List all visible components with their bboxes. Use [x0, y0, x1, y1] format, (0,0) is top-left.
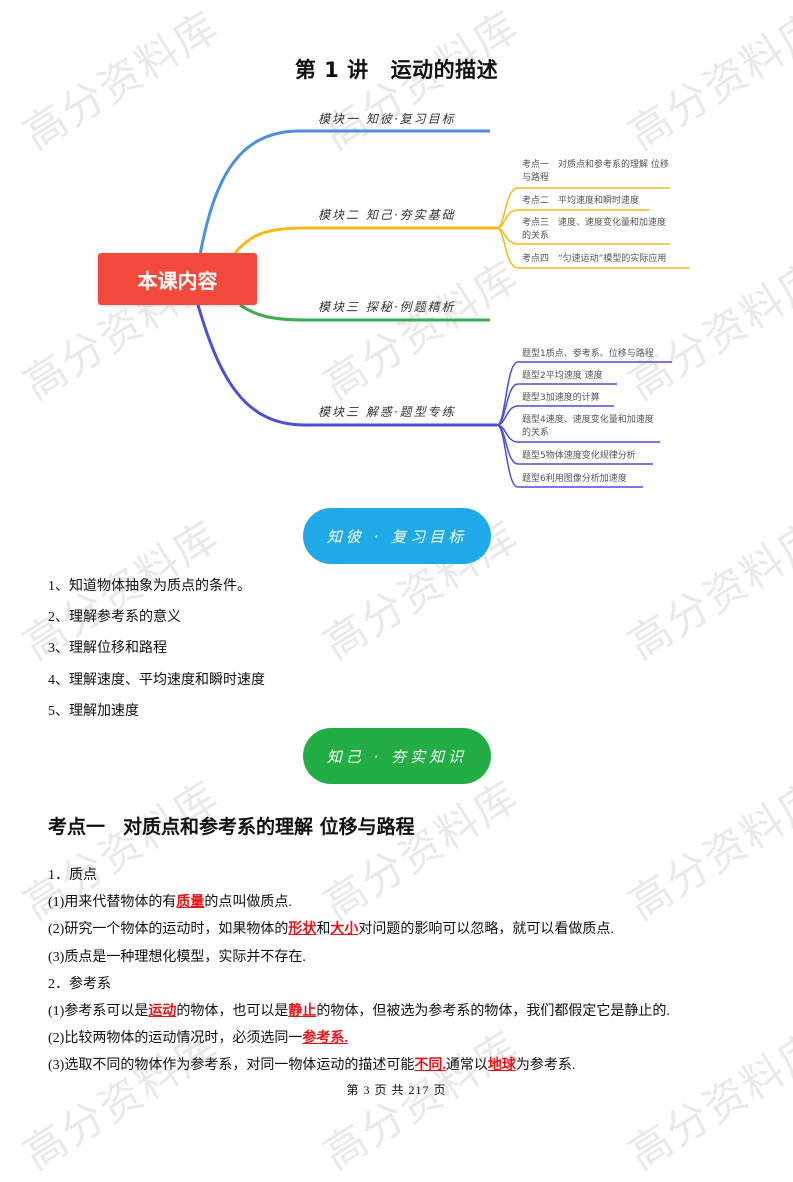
goal-item: 2、理解参考系的意义 — [48, 610, 181, 625]
line-text: 的物体，也可以是 — [176, 1004, 289, 1019]
page-title: 第 1 讲运动的描述 — [0, 54, 793, 84]
keyword-highlight: 形状 — [288, 922, 317, 937]
lecture-topic: 运动的描述 — [390, 58, 499, 82]
content-line: (2)研究一个物体的运动时，如果物体的形状和大小对问题的影响可以忽略，就可以看做… — [48, 918, 614, 938]
line-text: 和 — [316, 922, 331, 937]
goal-item: 5、理解加速度 — [48, 704, 139, 719]
content-line: (3)选取不同的物体作为参考系，对同一物体运动的描述可能不同.通常以地球为参考系… — [48, 1054, 575, 1074]
mindmap-branch: 模块三 探秘·例题精析 — [318, 300, 456, 314]
line-text: (3)质点是一种理想化模型，实际并不存在. — [48, 950, 306, 965]
mindmap-branch: 模块二 知己·夯实基础 — [318, 208, 456, 222]
line-text: (2)比较两物体的运动情况时，必须选同一 — [48, 1031, 303, 1046]
goal-item: 1、知道物体抽象为质点的条件。 — [48, 579, 251, 594]
content-line: (3)质点是一种理想化模型，实际并不存在. — [48, 946, 306, 966]
watermark: 高分资料库 — [619, 771, 793, 930]
line-text: 的点叫做质点. — [204, 895, 292, 910]
watermark: 高分资料库 — [619, 511, 793, 670]
heading-text: 对质点和参考系的理解 位移与路程 — [123, 816, 415, 838]
line-text: (3)选取不同的物体作为参考系，对同一物体运动的描述可能 — [48, 1058, 415, 1073]
line-text: (1)用来代替物体的有 — [48, 895, 177, 910]
mindmap-leaf: 题型6利用图像分析加速度 — [522, 474, 627, 484]
keyword-highlight: 大小 — [330, 922, 359, 937]
line-text: 对问题的影响可以忽略，就可以看做质点. — [358, 922, 614, 937]
content-line: 1．质点 — [48, 864, 97, 884]
lecture-number: 第 1 讲 — [294, 58, 369, 82]
mindmap-leaf: 题型5物体速度变化规律分析 — [522, 451, 636, 461]
keyword-highlight: 参考系. — [302, 1031, 348, 1046]
line-text: 为参考系. — [515, 1058, 576, 1073]
line-text: (1)参考系可以是 — [48, 1004, 149, 1019]
mindmap-leaf: 考点一 对质点和参考系的理解 位移与路程 — [522, 160, 669, 183]
content-line: (1)参考系可以是运动的物体，也可以是静止的物体，但被选为参考系的物体，我们都假… — [48, 1000, 670, 1020]
mindmap-leaf: 题型3加速度的计算 — [522, 393, 600, 403]
section-pill-review: 知彼 · 复习目标 — [303, 508, 491, 564]
mindmap-leaf: 考点四 “匀速运动”模型的实际应用 — [522, 254, 667, 264]
goal-item: 4、理解速度、平均速度和瞬时速度 — [48, 673, 265, 688]
mindmap-leaf: 题型1质点、参考系、位移与路程 — [522, 349, 654, 359]
mindmap-leaf: 题型4速度、速度变化量和加速度的关系 — [522, 415, 654, 438]
mindmap-leaf: 题型2平均速度 速度 — [522, 371, 603, 381]
keyword-highlight: 不同. — [414, 1058, 446, 1073]
line-text: 通常以 — [445, 1058, 488, 1073]
content-line: (2)比较两物体的运动情况时，必须选同一参考系. — [48, 1027, 348, 1047]
section-heading: 考点一对质点和参考系的理解 位移与路程 — [48, 812, 415, 839]
watermark: 高分资料库 — [314, 771, 528, 930]
keyword-highlight: 质量 — [176, 895, 205, 910]
line-text: 的物体，但被选为参考系的物体，我们都假定它是静止的. — [316, 1004, 670, 1019]
keyword-highlight: 静止 — [288, 1004, 317, 1019]
section-pill-basics: 知己 · 夯实知识 — [303, 728, 491, 784]
mindmap-root: 本课内容 — [98, 253, 257, 305]
keyword-highlight: 地球 — [487, 1058, 516, 1073]
mindmap-connectors — [196, 129, 690, 488]
content-line: 2．参考系 — [48, 973, 111, 993]
page-footer: 第 3 页 共 217 页 — [346, 1083, 447, 1097]
content-line: (1)用来代替物体的有质量的点叫做质点. — [48, 891, 292, 911]
goal-item: 3、理解位移和路程 — [48, 641, 167, 656]
heading-number: 考点一 — [48, 816, 106, 838]
mindmap-branch: 模块三 解惑·题型专练 — [318, 405, 456, 419]
keyword-highlight: 运动 — [148, 1004, 177, 1019]
mindmap-leaf: 考点三 速度、速度变化量和加速度的关系 — [522, 218, 667, 241]
mindmap-branch: 模块一 知彼·复习目标 — [318, 112, 456, 126]
line-text: 1．质点 — [48, 868, 97, 883]
mindmap-leaf: 考点二 平均速度和瞬时速度 — [522, 196, 640, 206]
line-text: 2．参考系 — [48, 977, 111, 992]
line-text: (2)研究一个物体的运动时，如果物体的 — [48, 922, 289, 937]
